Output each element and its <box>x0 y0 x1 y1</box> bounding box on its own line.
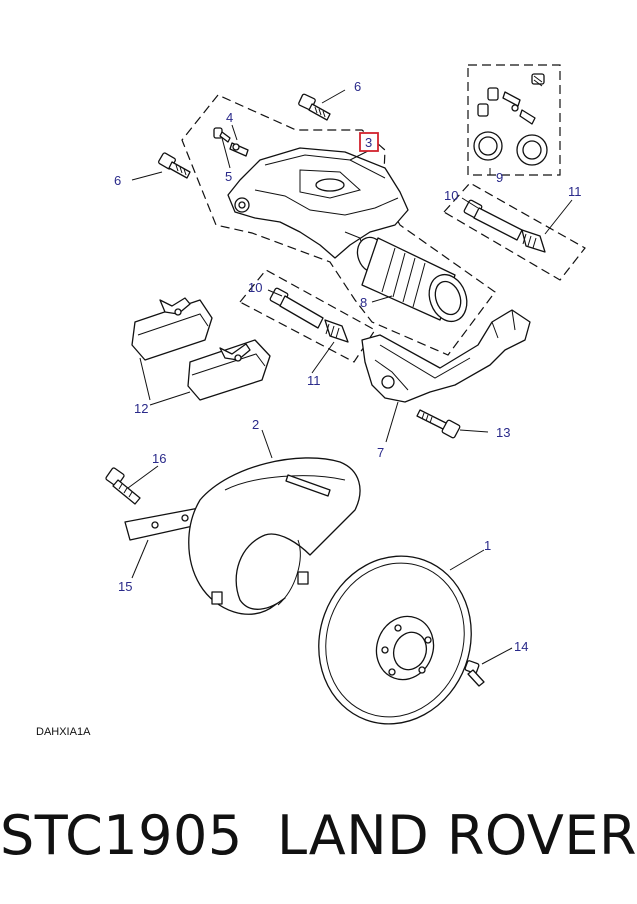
footer-title: STC1905 LAND ROVER <box>0 770 637 900</box>
guide-pin-kit-box-lower <box>239 269 376 363</box>
callout-11-upper: 11 <box>568 184 582 199</box>
callout-6-left: 6 <box>114 173 121 188</box>
seal-kit-box <box>467 64 561 176</box>
highlight-box-part-3 <box>359 132 379 152</box>
piston <box>356 236 468 323</box>
callout-7: 7 <box>377 445 384 460</box>
callout-13: 13 <box>496 425 510 440</box>
parts-diagram: 6 6 4 5 3 9 10 11 10 8 11 12 2 13 7 16 1… <box>36 64 586 738</box>
callout-11-lower: 11 <box>307 373 321 388</box>
brand-name: LAND ROVER <box>276 803 637 867</box>
callout-6-top: 6 <box>354 79 361 94</box>
guide-pin-kit-box-upper <box>443 182 586 281</box>
callout-1: 1 <box>484 538 491 553</box>
callout-8: 8 <box>360 295 367 310</box>
callout-15: 15 <box>118 579 132 594</box>
callout-9: 9 <box>496 170 503 185</box>
callout-5: 5 <box>225 169 232 184</box>
brake-disc <box>318 555 472 725</box>
callout-2: 2 <box>252 417 259 432</box>
bolt-13 <box>416 409 461 439</box>
guide-pin-upper <box>463 199 546 253</box>
caliper-body <box>227 147 409 259</box>
callout-14: 14 <box>514 639 528 654</box>
bolt-6-top <box>298 93 331 121</box>
guide-pin-lower <box>269 287 349 343</box>
callout-4: 4 <box>226 110 233 125</box>
callout-3: 3 <box>365 135 372 150</box>
bolt-16 <box>105 467 141 505</box>
callout-16: 16 <box>152 451 166 466</box>
screw-14 <box>464 660 485 687</box>
callout-10-upper: 10 <box>444 188 458 203</box>
diagram-code: DAHXIA1A <box>36 726 91 738</box>
bolt-6-left <box>158 152 191 179</box>
carrier-bracket <box>361 309 531 403</box>
callout-12: 12 <box>134 401 148 416</box>
brake-pads <box>131 297 271 401</box>
leader-lines <box>127 89 573 665</box>
dust-shield <box>188 457 361 615</box>
bleed-screw <box>213 127 249 157</box>
part-number: STC1905 <box>0 803 243 867</box>
seal-kit-parts <box>473 73 548 166</box>
callout-10-lower: 10 <box>248 280 262 295</box>
